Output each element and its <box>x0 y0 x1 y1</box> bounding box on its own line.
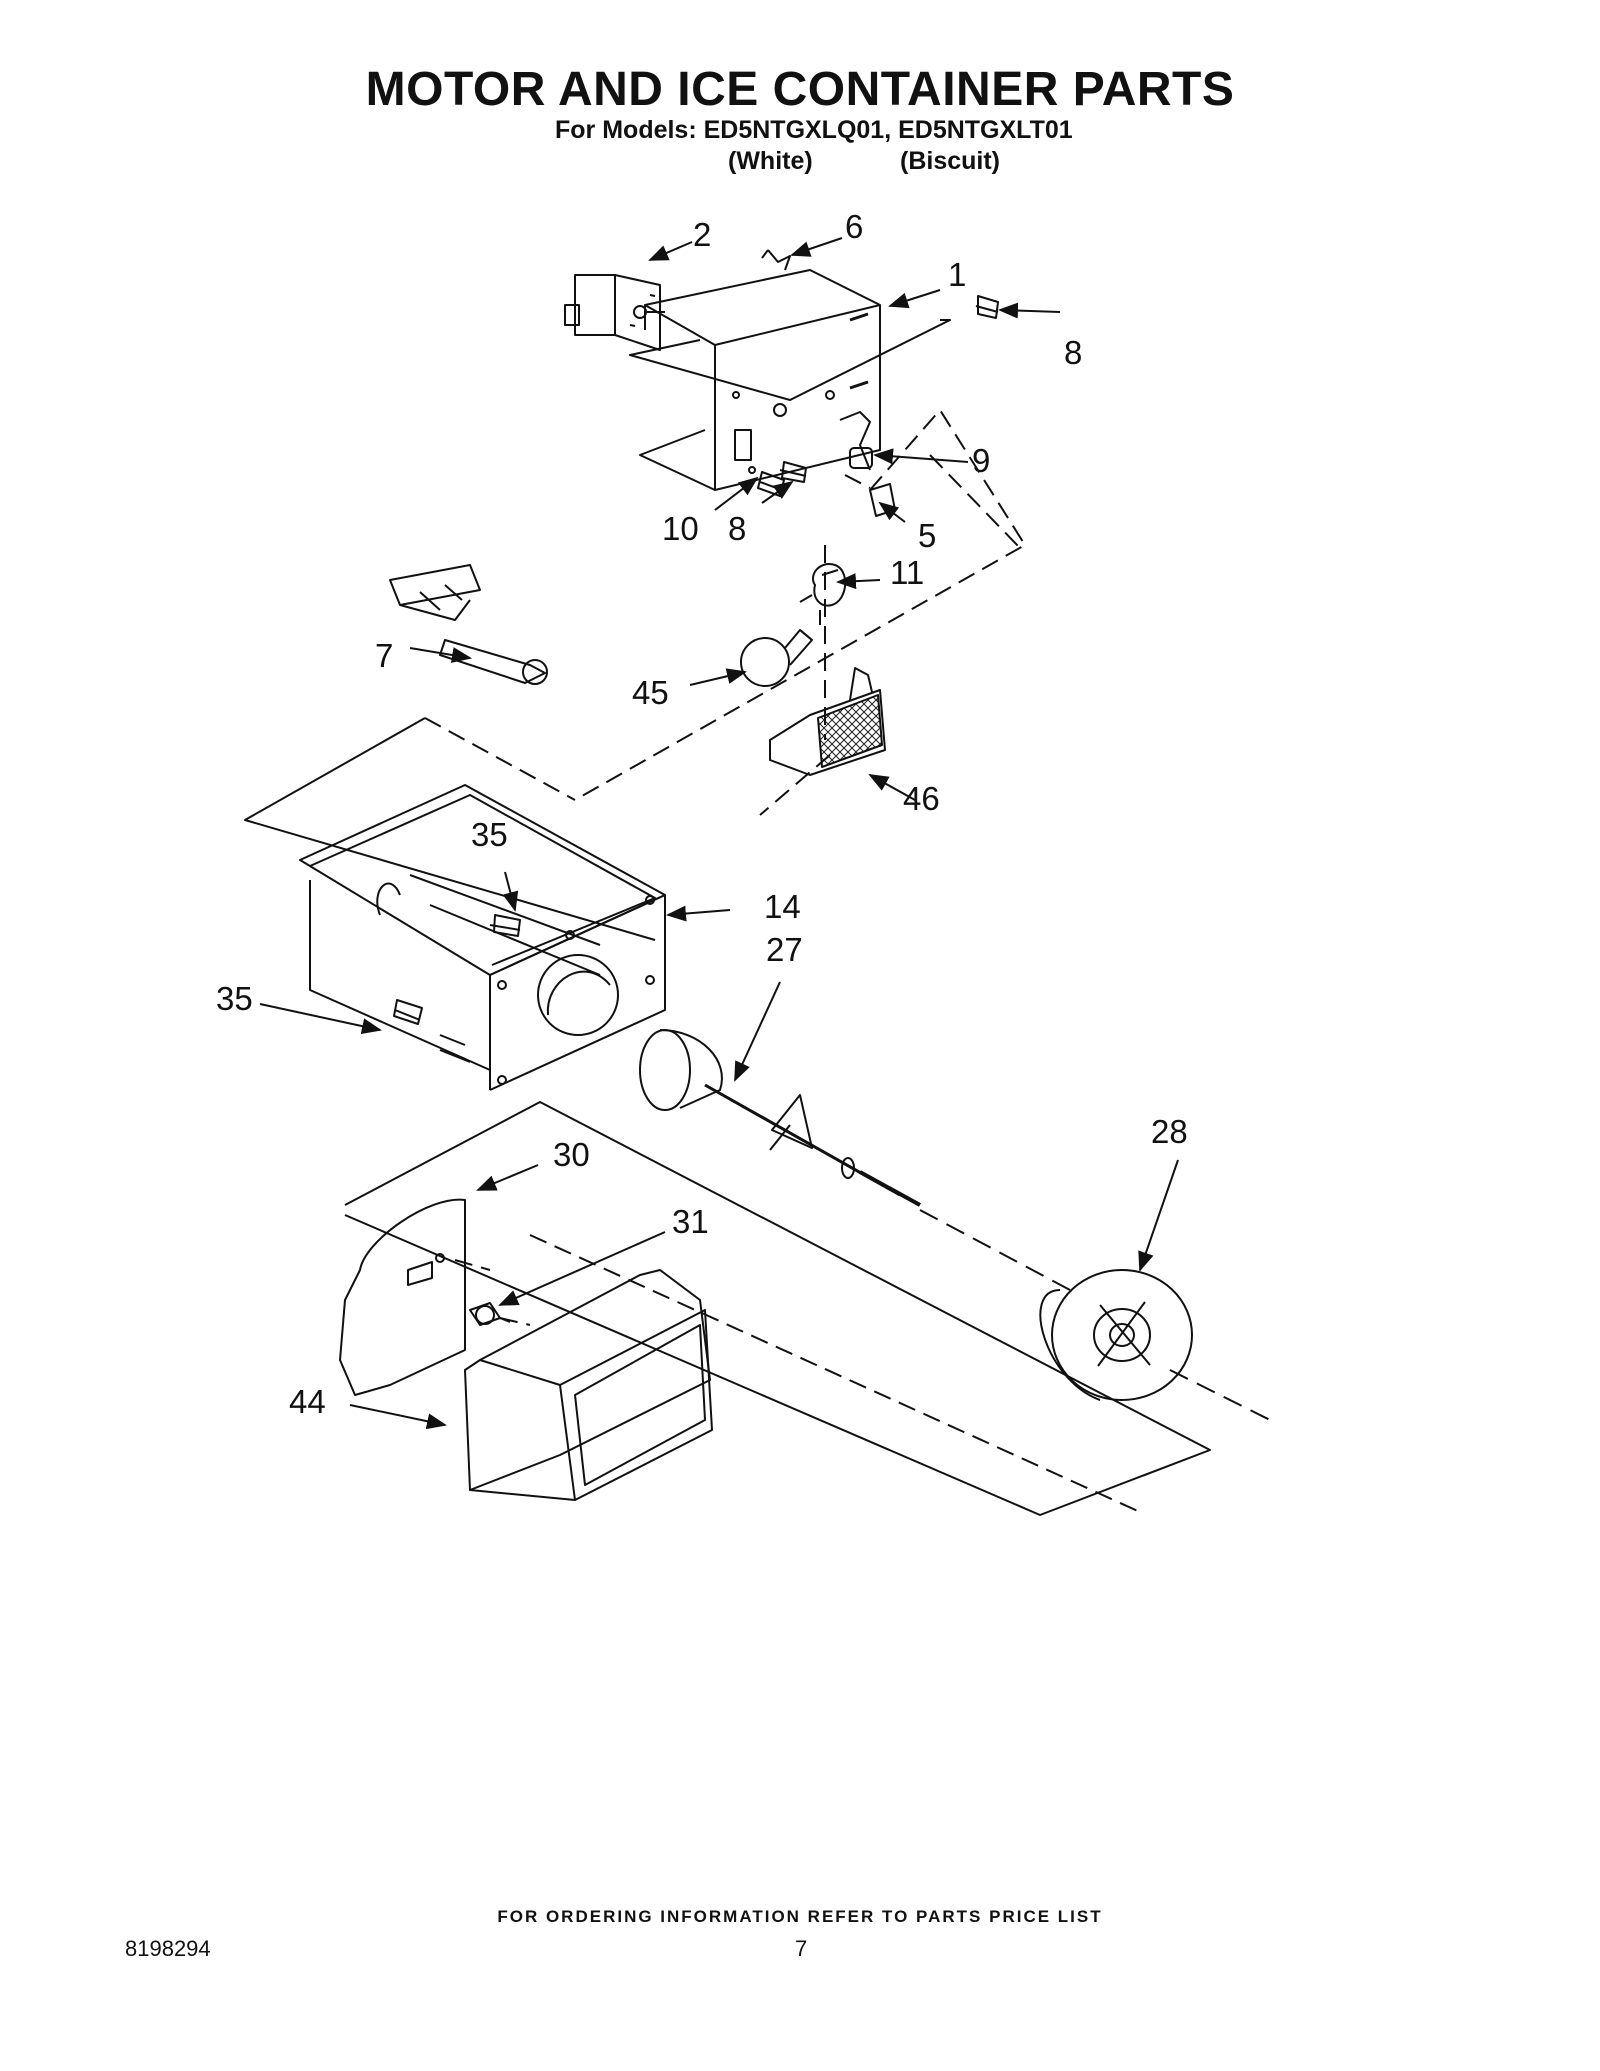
screw-part <box>489 914 521 937</box>
auger-plane <box>344 1101 1211 1516</box>
auger-centerline <box>919 1209 1271 1421</box>
callout-2: 2 <box>693 216 711 253</box>
auger-part <box>639 1029 921 1207</box>
gear-motor-part <box>564 274 665 351</box>
drive-wheel-part <box>1039 1269 1193 1401</box>
clip-part <box>761 249 791 271</box>
lamp-socket-part <box>799 563 847 607</box>
lamp-shield-part <box>769 667 886 776</box>
container-plane <box>244 717 656 941</box>
callout-10: 10 <box>662 510 699 547</box>
variant-biscuit: (Biscuit) <box>900 147 1000 175</box>
callout-1: 1 <box>948 256 966 293</box>
ice-container-part <box>299 784 666 1091</box>
callout-46: 46 <box>903 780 940 817</box>
variant-white: (White) <box>728 147 813 175</box>
callout-30: 30 <box>553 1136 590 1173</box>
light-bulb-part <box>740 629 813 687</box>
callout-31: 31 <box>672 1203 709 1240</box>
callout-7: 7 <box>375 637 393 674</box>
callout-8-top: 8 <box>1064 334 1082 371</box>
screw-part <box>757 471 785 497</box>
leader-arrows <box>259 237 1179 1430</box>
callout-45: 45 <box>632 674 669 711</box>
ordering-note: FOR ORDERING INFORMATION REFER TO PARTS … <box>497 1907 1103 1926</box>
heater-harness-part <box>389 564 548 685</box>
page-title: MOTOR AND ICE CONTAINER PARTS <box>365 63 1235 116</box>
front-cover-part <box>464 1269 713 1501</box>
callout-6: 6 <box>845 208 863 245</box>
callout-35-top: 35 <box>471 816 508 853</box>
callout-5: 5 <box>918 517 936 554</box>
screw-part <box>975 295 999 319</box>
switch-assembly-part <box>839 411 873 471</box>
motor-base-plane <box>639 429 716 491</box>
bushing-part <box>469 1302 511 1326</box>
page-number: 7 <box>795 1936 808 1961</box>
cover-plate-part <box>339 1198 466 1396</box>
motor-mounting-plane <box>629 319 951 401</box>
callout-28: 28 <box>1151 1113 1188 1150</box>
callout-8-bottom: 8 <box>728 510 746 547</box>
models-line: For Models: ED5NTGXLQ01, ED5NTGXLT01 <box>555 116 1073 144</box>
callout-35-left: 35 <box>216 980 253 1017</box>
alignment-lines <box>424 409 1141 1513</box>
callout-labels: 1 2 6 8 9 10 8 5 11 7 45 46 35 14 27 35 … <box>216 208 1188 1420</box>
callout-14: 14 <box>764 888 801 925</box>
callout-9: 9 <box>972 442 990 479</box>
callout-11: 11 <box>890 554 924 591</box>
callout-44: 44 <box>289 1383 326 1420</box>
document-number: 8198294 <box>125 1936 211 1961</box>
screw-part <box>779 461 807 483</box>
callout-27: 27 <box>766 931 803 968</box>
screw-part <box>393 999 423 1025</box>
motor-housing-part <box>644 269 881 491</box>
